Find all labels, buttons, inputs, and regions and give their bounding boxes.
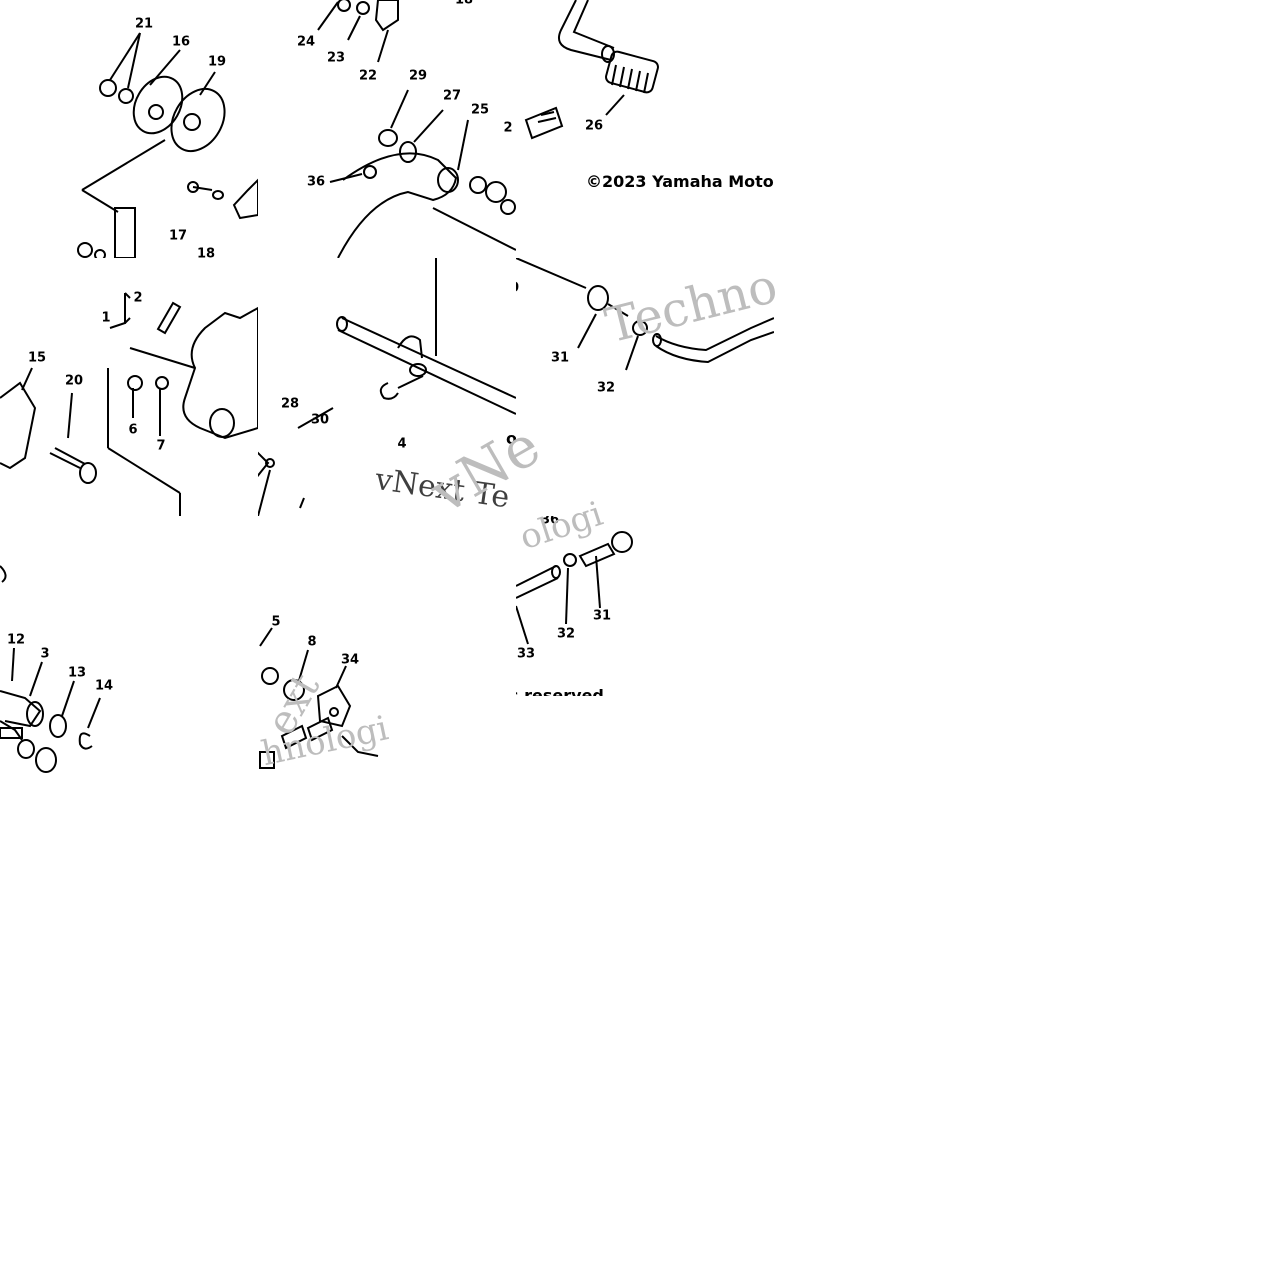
callout-8: 8: [307, 634, 317, 650]
callout-32: 32: [596, 380, 616, 396]
callout-17: 17: [168, 228, 188, 244]
callout-27: 27: [442, 88, 462, 104]
callout-28: 28: [280, 396, 300, 412]
callout-31-lower: 31: [592, 608, 612, 624]
diagram-tile-bottom-center: 5 8 34: [258, 516, 380, 774]
tile-mid-left-drawing: [0, 292, 258, 516]
callout-23: 23: [326, 50, 346, 66]
tile-bottom-right-drawing: [516, 531, 633, 645]
callout-2: 2: [133, 290, 143, 306]
tile-bottom-left-drawing: [0, 565, 101, 773]
callout-10: 10: [516, 281, 519, 296]
callout-26: 26: [584, 118, 604, 134]
tile-top-left-drawing: [77, 32, 258, 258]
callout-12: 12: [6, 632, 26, 648]
callout-20: 20: [64, 373, 84, 389]
callout-14: 14: [94, 678, 114, 694]
callout-34: 34: [340, 652, 360, 668]
diagram-tile-mid-right: 9 10 31 32: [516, 258, 774, 516]
tile-bottom-center-drawing: [259, 627, 379, 769]
callout-33: 33: [516, 646, 536, 662]
tile-mid-right-drawing: [516, 258, 774, 371]
callout-25: 25: [470, 102, 490, 118]
diagram-tile-bottom-right: 36 31 32 33 nts reserved.: [516, 516, 640, 696]
callout-6: 6: [128, 422, 138, 438]
callout-18-top: 18: [454, 0, 474, 8]
diagram-tile-bottom-left: 12 3 13 14 0 11: [0, 516, 258, 774]
callout-22: 22: [358, 68, 378, 84]
callout-0: 0: [257, 537, 258, 552]
diagram-tile-top-left: 21 16 19 17 18: [0, 0, 258, 258]
callout-30: 30: [310, 412, 330, 428]
callout-5: 5: [271, 614, 281, 630]
tile-top-right-drawing: [524, 0, 659, 140]
copyright-line-1: ©2023 Yamaha Moto: [586, 172, 774, 191]
callout-1: 1: [101, 310, 111, 326]
callout-29: 29: [408, 68, 428, 84]
callout-21: 21: [134, 16, 154, 32]
callout-19: 19: [207, 54, 227, 70]
callout-7: 7: [257, 379, 258, 394]
callout-31: 31: [550, 350, 570, 366]
callout-13: 13: [67, 665, 87, 681]
copyright-line-3: nts reserved.: [516, 686, 610, 696]
diagram-tile-center: 28 30 4 or Corporation. U.S.A. All righ: [258, 258, 516, 516]
diagram-tile-mid-left: 2 1 15 20 7 6 7: [0, 258, 258, 516]
callout-32-lower: 32: [556, 626, 576, 642]
tile-top-middle-drawing: [317, 0, 516, 258]
diagram-tile-top-right: 26 ©2023 Yamaha Moto: [516, 0, 774, 258]
callout-3: 3: [40, 646, 50, 662]
callout-15: 15: [27, 350, 47, 366]
tile-center-drawing: [258, 258, 516, 516]
callout-36: 36: [306, 174, 326, 190]
callout-18: 18: [196, 246, 216, 259]
callout-2x: 2: [503, 120, 513, 136]
callout-36-lower: 36: [540, 516, 560, 528]
callout-16: 16: [171, 34, 191, 50]
diagram-tile-top-middle: 18 24 23 22 29 27 25 2 36: [258, 0, 516, 258]
callout-4: 4: [397, 436, 407, 452]
copyright-line-2: or Corporation. U.S.A. All righ: [506, 429, 516, 448]
callout-24: 24: [296, 34, 316, 50]
callout-7-lower: 7: [156, 438, 166, 454]
